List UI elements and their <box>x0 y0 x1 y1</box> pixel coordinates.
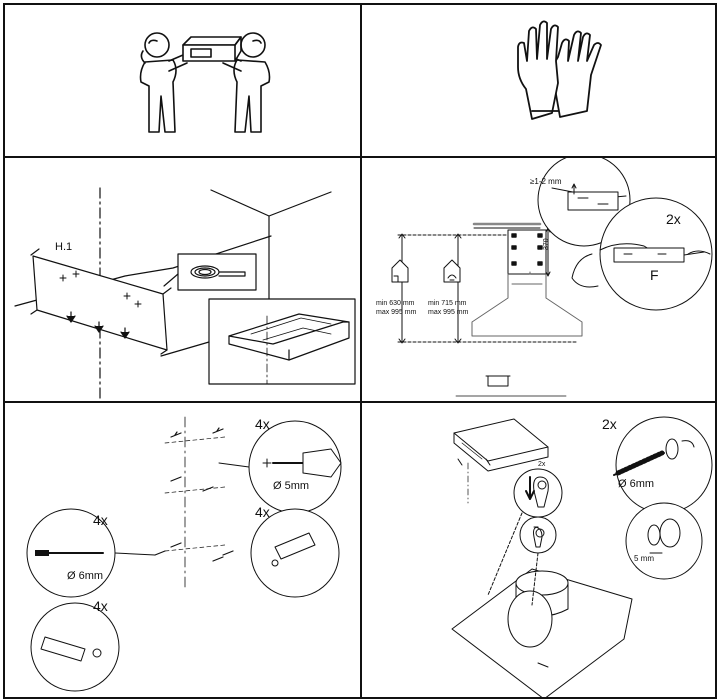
glove-front-icon <box>517 20 559 120</box>
hood-motor-view <box>451 512 633 697</box>
dimension-lines <box>397 233 579 344</box>
electric-hob-max: max 995 mm <box>376 309 417 316</box>
bracket-f-label: F <box>650 267 659 283</box>
wall-screws-top <box>154 427 234 562</box>
person-left-icon <box>139 32 196 133</box>
panel-wall-template: H.1 <box>3 156 362 403</box>
screw-circle <box>613 416 713 514</box>
gas-hob-max: max 995 mm <box>428 309 469 316</box>
hob-electric-icon <box>391 259 409 283</box>
drill-circle-left <box>26 508 156 598</box>
plug-circle-bottom <box>30 602 120 692</box>
screw-diameter-label: Ø 6mm <box>618 478 655 490</box>
hood-height-label: 370 <box>543 238 550 250</box>
electric-hob-min: min 630 mm <box>376 300 415 307</box>
bracket-gap-label: ≥1-2 mm <box>530 177 562 186</box>
drill-left-count: 4x <box>93 512 108 528</box>
bracket-detail-circle <box>537 158 631 247</box>
drill-circle-top <box>218 420 342 514</box>
hood-box-icon <box>182 36 242 62</box>
cooktop-pan <box>455 375 567 397</box>
panel-drilling: 4x Ø 5mm 4x Ø 6mm 4x 4x <box>3 401 362 699</box>
keyhole-circle-top <box>513 468 563 518</box>
bracket-count-label: 2x <box>666 211 681 227</box>
panel-gloves <box>360 3 717 158</box>
template-h1-label: H.1 <box>55 241 73 253</box>
gas-hob-min: min 715 mm <box>428 300 467 307</box>
washer-gap-label: 5 mm <box>634 554 654 563</box>
plug-bottom-count: 4x <box>93 598 108 614</box>
panel-hang-hood: 2x Ø 6mm 2x 5 mm <box>360 401 717 699</box>
plug-circle-right <box>250 508 340 598</box>
tape-roll-inset <box>163 253 257 291</box>
keyhole-count-label: 2x <box>538 461 546 468</box>
plug-right-count: 4x <box>255 504 270 520</box>
glove-back-icon <box>551 30 602 118</box>
hood-top-view <box>453 418 549 472</box>
bracket-hands-circle <box>571 197 713 311</box>
drill-left-diameter: Ø 6mm <box>67 570 104 582</box>
person-right-icon <box>214 32 271 133</box>
ceiling-slab <box>472 222 542 229</box>
drill-top-count: 4x <box>255 416 270 432</box>
screw-count-label: 2x <box>602 416 617 432</box>
template-sheet <box>30 248 172 355</box>
hood-underside-inset <box>160 298 356 385</box>
hob-gas-icon <box>443 259 461 283</box>
panel-mounting-height: ≥1-2 mm 370 2x F min 630 mm max 995 mm m… <box>360 156 717 403</box>
hood-silhouette <box>471 229 583 337</box>
panel-two-person-lift <box>3 3 362 158</box>
keyhole-circle-bottom <box>519 516 557 554</box>
washer-circle <box>625 502 703 580</box>
drill-top-diameter: Ø 5mm <box>273 480 310 492</box>
